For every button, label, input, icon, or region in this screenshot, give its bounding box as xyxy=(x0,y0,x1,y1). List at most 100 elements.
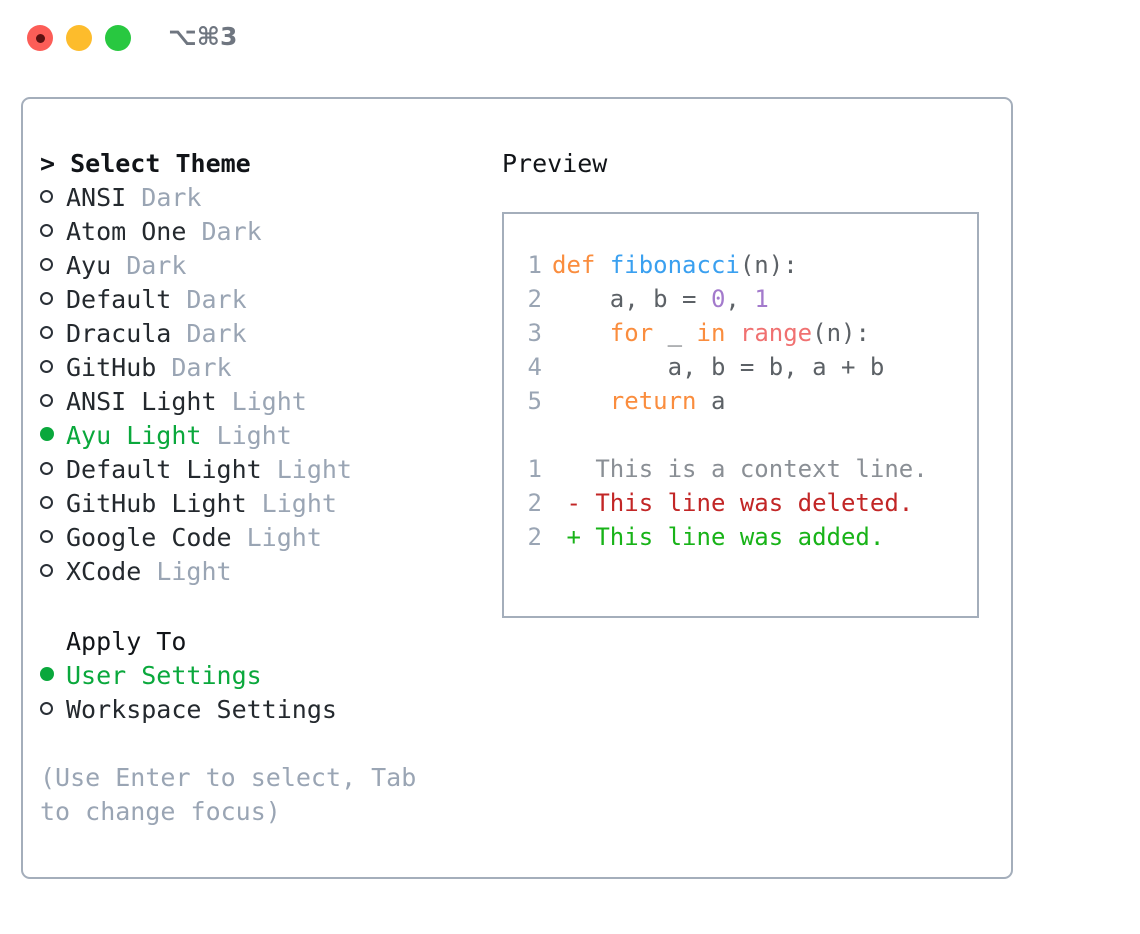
line-number: 2 xyxy=(527,285,542,313)
apply-to-option-name: Workspace Settings xyxy=(66,695,337,724)
radio-dot xyxy=(40,292,53,305)
apply-to-option-name: User Settings xyxy=(66,661,262,690)
theme-option-name: GitHub Light xyxy=(66,489,247,518)
code-token: for xyxy=(609,319,654,347)
theme-option-default-light[interactable]: Default Light Light xyxy=(40,453,480,487)
radio-dot xyxy=(40,190,53,203)
theme-option-github[interactable]: GitHub Dark xyxy=(40,351,480,385)
code-line: 4 a, b = b, a + b xyxy=(520,350,977,384)
diff-line-text: - This line was deleted. xyxy=(552,489,914,517)
diff-line: 1 This is a context line. xyxy=(520,452,977,486)
theme-option-variant: Light xyxy=(231,523,322,552)
line-number: 3 xyxy=(527,319,542,347)
theme-option-name: ANSI xyxy=(66,183,127,212)
theme-option-dracula[interactable]: Dracula Dark xyxy=(40,317,480,351)
radio-unselected-icon xyxy=(40,555,66,589)
code-token: def xyxy=(552,251,596,279)
theme-option-ayu[interactable]: Ayu Dark xyxy=(40,249,480,283)
line-number: 4 xyxy=(527,353,542,381)
radio-dot xyxy=(40,462,53,475)
theme-option-variant: Dark xyxy=(126,183,202,212)
radio-unselected-icon xyxy=(40,351,66,385)
maximize-button[interactable] xyxy=(105,25,131,51)
minimize-button[interactable] xyxy=(66,25,92,51)
radio-dot xyxy=(40,667,54,681)
apply-to-label: Apply To xyxy=(66,627,187,656)
theme-option-ansi-light[interactable]: ANSI Light Light xyxy=(40,385,480,419)
code-token: (n): xyxy=(812,319,870,347)
radio-dot xyxy=(40,702,53,715)
theme-option-default[interactable]: Default Dark xyxy=(40,283,480,317)
theme-option-variant: Dark xyxy=(156,353,232,382)
code-token xyxy=(552,387,610,415)
radio-dot xyxy=(40,496,53,509)
code-token xyxy=(725,319,739,347)
theme-option-variant: Dark xyxy=(171,319,247,348)
line-number: 2 xyxy=(527,523,542,551)
section-spacer xyxy=(40,589,480,625)
code-token: 1 xyxy=(754,285,769,313)
theme-option-variant: Dark xyxy=(111,251,187,280)
code-line: 5 return a xyxy=(520,384,977,418)
theme-option-variant: Light xyxy=(261,455,352,484)
radio-dot xyxy=(40,564,53,577)
theme-option-name: ANSI Light xyxy=(66,387,217,416)
close-button[interactable] xyxy=(27,25,53,51)
theme-option-variant: Light xyxy=(201,421,292,450)
code-token: , xyxy=(725,285,755,313)
code-token: in xyxy=(696,319,726,347)
code-line: 3 for _ in range(n): xyxy=(520,316,977,350)
theme-option-name: Default Light xyxy=(66,455,262,484)
traffic-lights xyxy=(27,25,131,51)
theme-option-name: Default xyxy=(66,285,172,314)
radio-dot xyxy=(40,360,53,373)
select-theme-header: > Select Theme xyxy=(40,149,251,178)
apply-to-option-workspace-settings[interactable]: Workspace Settings xyxy=(40,693,480,727)
code-token: a, b = xyxy=(552,285,711,313)
radio-dot xyxy=(40,224,53,237)
keyboard-hint-text: (Use Enter to select, Tab to change focu… xyxy=(40,763,432,826)
code-token: fibonacci xyxy=(609,251,740,279)
theme-option-ansi[interactable]: ANSI Dark xyxy=(40,181,480,215)
code-token: (n): xyxy=(739,251,798,279)
radio-unselected-icon xyxy=(40,215,66,249)
theme-option-variant: Light xyxy=(246,489,337,518)
radio-dot xyxy=(40,530,53,543)
line-number: 2 xyxy=(527,489,542,517)
code-token: return xyxy=(609,387,697,415)
radio-dot xyxy=(40,427,54,441)
theme-option-variant: Light xyxy=(216,387,307,416)
radio-unselected-icon xyxy=(40,385,66,419)
theme-option-ayu-light[interactable]: Ayu Light Light xyxy=(40,419,480,453)
code-token: 0 xyxy=(710,285,726,313)
theme-option-atom-one[interactable]: Atom One Dark xyxy=(40,215,480,249)
radio-unselected-icon xyxy=(40,283,66,317)
diff-line: 2 - This line was deleted. xyxy=(520,486,977,520)
apply-to-option-user-settings[interactable]: User Settings xyxy=(40,659,480,693)
theme-option-name: Dracula xyxy=(66,319,172,348)
code-token: a xyxy=(696,387,726,415)
radio-dot xyxy=(40,394,53,407)
theme-option-xcode[interactable]: XCode Light xyxy=(40,555,480,589)
line-number: 1 xyxy=(527,251,542,279)
theme-option-google-code[interactable]: Google Code Light xyxy=(40,521,480,555)
radio-unselected-icon xyxy=(40,249,66,283)
code-line: 2 a, b = 0, 1 xyxy=(520,282,977,316)
theme-option-variant: Dark xyxy=(171,285,247,314)
theme-option-github-light[interactable]: GitHub Light Light xyxy=(40,487,480,521)
theme-option-variant: Light xyxy=(141,557,232,586)
code-token xyxy=(552,319,610,347)
code-token: range xyxy=(739,319,813,347)
theme-option-name: Google Code xyxy=(66,523,232,552)
theme-option-name: XCode xyxy=(66,557,142,586)
theme-option-name: Atom One xyxy=(66,217,187,246)
radio-unselected-icon xyxy=(40,521,66,555)
